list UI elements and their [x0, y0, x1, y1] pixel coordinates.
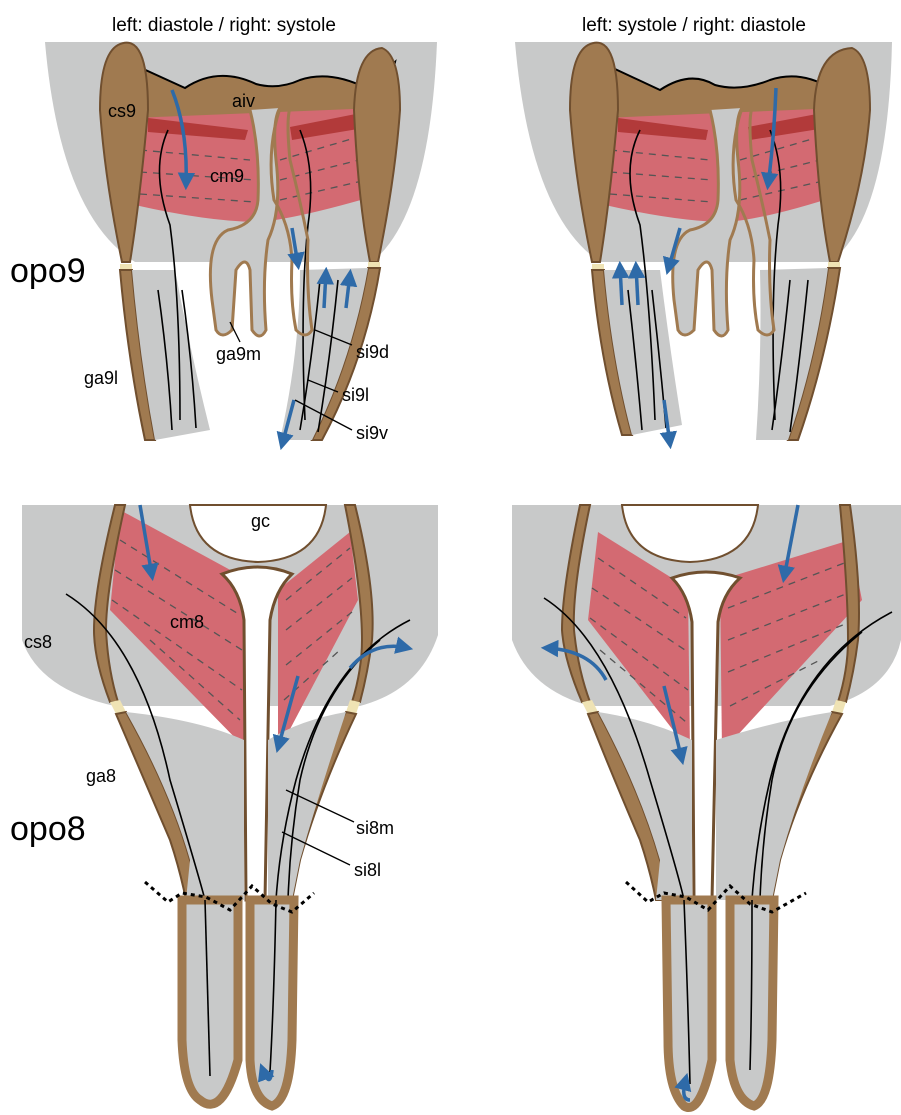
- lower-gonapophysis-left: [666, 900, 712, 1108]
- label-aiv: aiv: [232, 91, 255, 111]
- label-si8l: si8l: [354, 860, 381, 880]
- panel-opo9-left: left: diastole / right: systole cs9 aiv …: [10, 15, 437, 445]
- label-si9l: si9l: [342, 385, 369, 405]
- label-gc: gc: [251, 511, 270, 531]
- label-cm9: cm9: [210, 166, 244, 186]
- label-cm8: cm8: [170, 612, 204, 632]
- flow-arrow-icon: [324, 272, 326, 308]
- header-right: left: systole / right: diastole: [582, 15, 806, 36]
- label-cs8: cs8: [24, 632, 52, 652]
- label-si9v: si9v: [356, 423, 388, 443]
- ga8-fill-right: [716, 712, 832, 900]
- label-cs9: cs9: [108, 101, 136, 121]
- label-ga8: ga8: [86, 766, 116, 786]
- panel-opo8-right: [512, 505, 901, 1108]
- label-row-opo8: opo8: [10, 810, 86, 848]
- flow-arrow-icon: [620, 266, 622, 305]
- label-si8m: si8m: [356, 818, 394, 838]
- label-ga9m: ga9m: [216, 344, 261, 364]
- panel-opo8-left: gc cm8 cs8 ga8 opo8 si8m si8l: [10, 505, 438, 1106]
- flow-arrow-icon: [636, 266, 638, 305]
- header-left: left: diastole / right: systole: [112, 15, 336, 36]
- label-row-opo9: opo9: [10, 252, 86, 290]
- label-si9d: si9d: [356, 342, 389, 362]
- label-ga9l: ga9l: [84, 368, 118, 388]
- panel-opo9-right: left: systole / right: diastole: [515, 15, 892, 444]
